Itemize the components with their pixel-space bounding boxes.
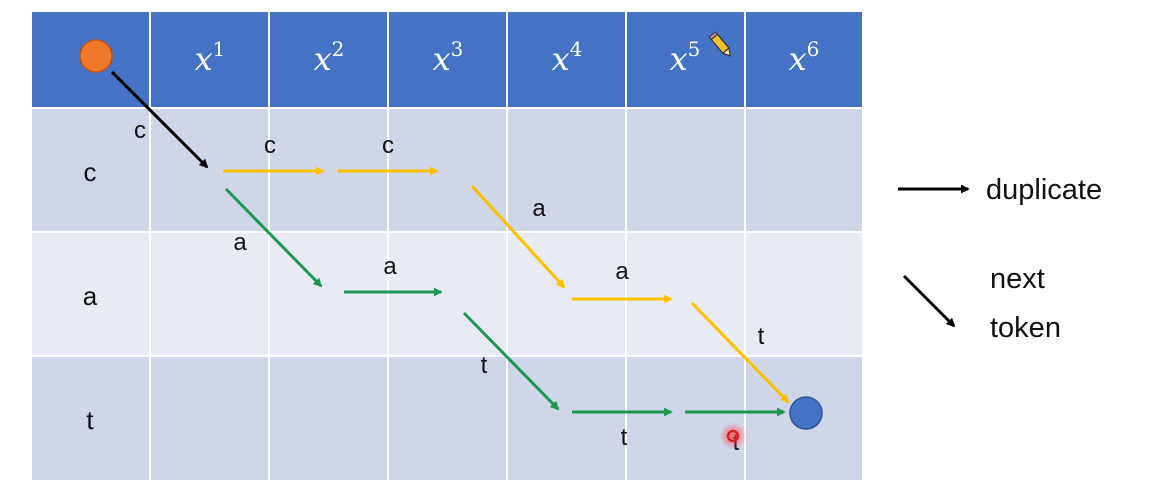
row-band-a (32, 232, 862, 356)
column-header-x6: x6 (789, 37, 820, 78)
green-path (224, 187, 786, 417)
orange-edge-next-t (690, 301, 790, 404)
legend: duplicate next token (898, 174, 1102, 344)
row-label-c: c (84, 157, 97, 187)
pencil-icon (708, 31, 732, 57)
orange-edge-label-4: a (615, 258, 629, 285)
start-node (79, 39, 113, 73)
column-header-x4: x4 (552, 37, 583, 78)
black-edge-next-c (110, 70, 209, 169)
green-edge-label-2: a (383, 253, 397, 280)
header-band (32, 12, 862, 108)
orange-edge-label-1: c (264, 132, 276, 159)
column-header-x3: x3 (433, 37, 464, 78)
orange-edge-next-a (470, 184, 566, 289)
orange-path (223, 166, 790, 404)
column-header-x5: x5 (670, 37, 701, 78)
green-edge-next-a (224, 187, 323, 288)
row-label-a: a (83, 281, 98, 311)
legend-next-label: next (990, 263, 1045, 295)
legend-token-label: token (990, 312, 1061, 344)
black-edge-label-c: c (134, 117, 146, 144)
orange-edge-label-2: c (382, 132, 394, 159)
row-label-t: t (86, 405, 94, 435)
orange-edge-label-5: t (758, 323, 765, 350)
green-edge-label-1: a (233, 229, 247, 256)
green-edge-label-3: t (481, 352, 488, 379)
column-header-x2: x2 (314, 37, 345, 78)
column-header-x1: x1 (195, 37, 226, 78)
orange-edge-label-3: a (532, 195, 546, 222)
legend-duplicate-label: duplicate (986, 174, 1102, 206)
cursor-highlight-icon (719, 422, 747, 450)
row-band-t (32, 356, 862, 480)
green-edge-label-4: t (621, 424, 628, 451)
end-node (789, 396, 823, 430)
grid-lines (32, 12, 862, 480)
row-band-c (32, 108, 862, 232)
green-edge-next-t (462, 311, 560, 411)
legend-next-token-arrow (902, 274, 956, 328)
